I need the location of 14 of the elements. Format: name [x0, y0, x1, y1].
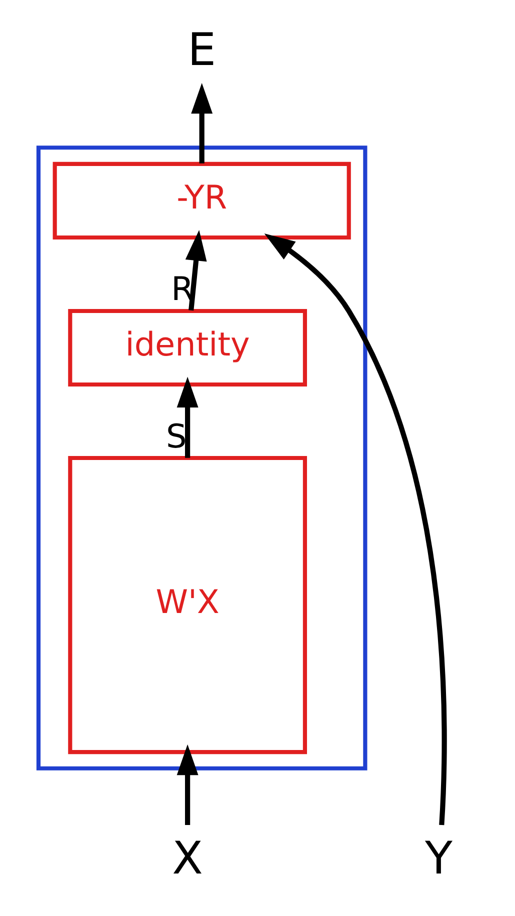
edge-label: S [165, 418, 186, 456]
node-text: Y [424, 832, 452, 885]
arrow [184, 230, 206, 311]
cluster [36, 146, 367, 770]
arrow [190, 82, 212, 164]
arrow [176, 376, 198, 458]
edge-label: R [170, 270, 194, 308]
node-text: X [172, 832, 202, 885]
node-text: E [187, 23, 216, 76]
node-box: -YR [52, 162, 350, 240]
node-box: identity [68, 308, 306, 387]
arrow [176, 744, 198, 826]
arrow [264, 233, 446, 826]
node-box: W'X [68, 456, 306, 754]
